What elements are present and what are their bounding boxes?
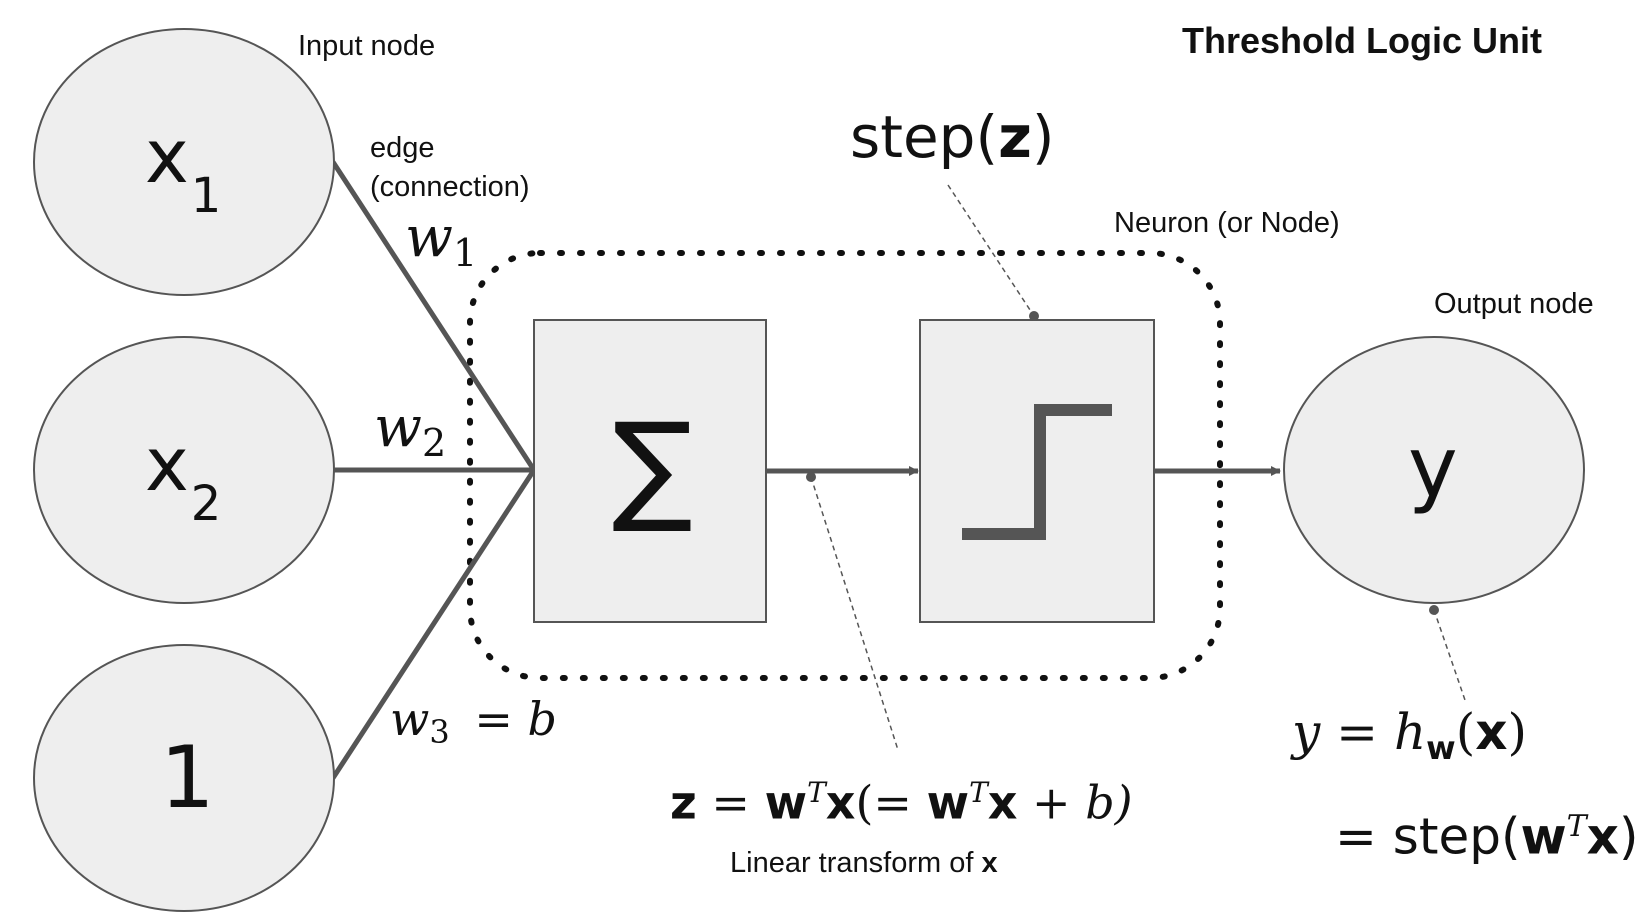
diagram-title: Threshold Logic Unit [1182,20,1542,61]
sum-symbol: ∑ [612,398,693,537]
z-equation: z = wTx(= wTx + b) [670,775,1133,830]
linear-transform-label: Linear transform of x [730,847,998,879]
step-function-glyph [962,404,1112,540]
step-label: step(z) [850,103,1055,171]
input-node-bias [33,644,335,912]
output-symbol: y [1408,418,1458,516]
sum-box [533,319,767,623]
edge-label-line1: edge [370,132,435,164]
edge-bias [330,468,537,780]
y-equation-line1: y = hw(x) [1292,703,1527,767]
neuron-boundary [467,250,1223,681]
edge-x1 [330,160,537,472]
leader-output [1433,609,1466,701]
weight-w1: w1 [405,205,478,276]
input-node-label: Input node [298,30,436,62]
input-x1-label: x1 [145,114,222,224]
output-node-label: Output node [1434,288,1594,320]
weight-w3: w3 = b [390,692,557,751]
input-bias-label: 1 [160,728,215,828]
output-node [1283,336,1585,604]
input-x2-label: x2 [145,422,222,532]
edge-label-line2: (connection) [370,171,530,203]
weight-w2: w2 [374,395,447,466]
input-node-x2 [33,336,335,604]
leader-z [810,476,899,751]
leader-step [947,184,1035,317]
neuron-label: Neuron (or Node) [1114,207,1340,239]
y-equation-line2: = step(wTx) [1335,807,1639,866]
input-node-x1 [33,28,335,296]
